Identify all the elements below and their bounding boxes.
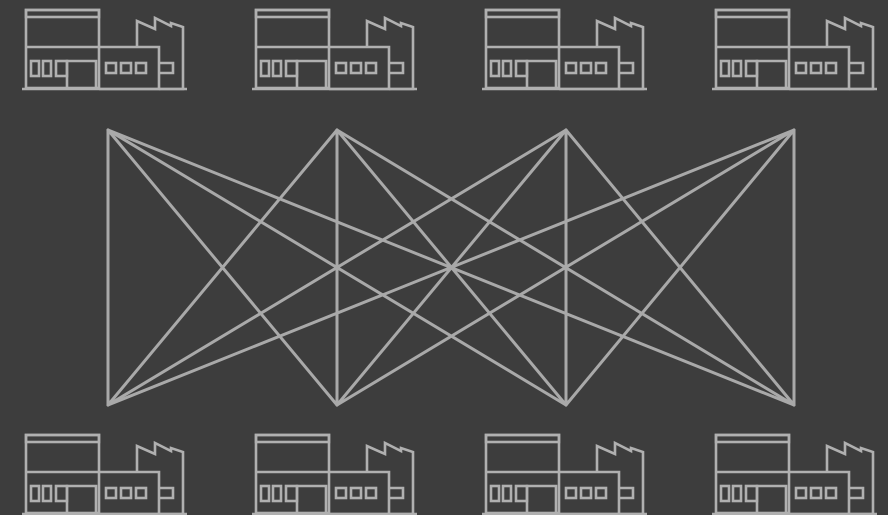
connection-lines [106,128,796,407]
connection-line [335,128,796,407]
factory-icon [250,433,419,515]
factory-icon [20,8,189,91]
connection-line [564,128,796,407]
factory-icon [480,433,649,515]
bottom-factory-row [20,433,879,515]
factory-icon [20,433,189,515]
factory-icon [710,433,879,515]
top-factory-row [20,8,879,91]
factory-icon [710,8,879,91]
connection-line [106,128,339,407]
factory-icon [480,8,649,91]
factory-icon [250,8,419,91]
connection-line [106,128,796,407]
connection-line [106,128,568,407]
